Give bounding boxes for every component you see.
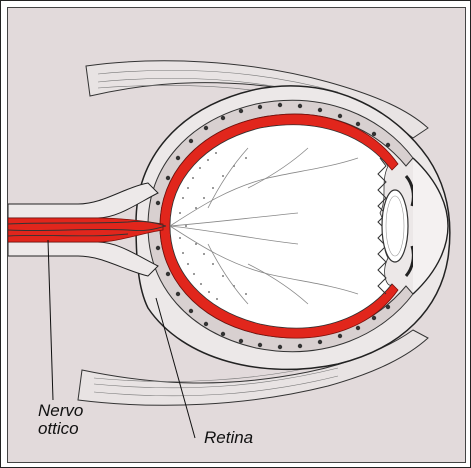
- eye-cross-section-illustration: [8, 8, 466, 463]
- diagram-panel: Nervo ottico Retina: [7, 7, 466, 463]
- retina-label: Retina: [204, 429, 253, 447]
- nervo-ottico-leader: [48, 240, 53, 400]
- optic-nerve-label: Nervo ottico: [38, 402, 83, 438]
- optic-nerve: [8, 183, 158, 218]
- optic-nerve-label-line1: Nervo: [38, 402, 83, 420]
- optic-nerve-label-line2: ottico: [38, 420, 83, 438]
